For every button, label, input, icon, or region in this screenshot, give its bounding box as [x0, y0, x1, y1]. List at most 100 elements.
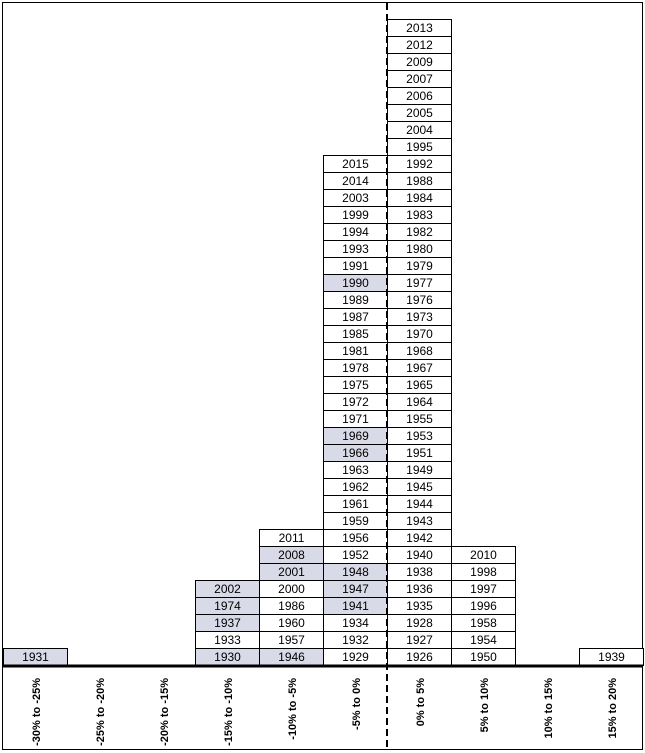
year-label: 1998: [470, 565, 497, 579]
year-label: 1955: [406, 412, 433, 426]
x-tick-label: -30% to -25%: [31, 678, 43, 746]
year-label: 1994: [342, 225, 369, 239]
year-label: 1974: [214, 599, 241, 613]
year-label: 2009: [406, 55, 433, 69]
year-label: 1943: [406, 514, 433, 528]
year-label: 1948: [342, 565, 369, 579]
year-label: 2001: [278, 565, 305, 579]
year-label: 2007: [406, 72, 433, 86]
year-label: 1966: [342, 446, 369, 460]
year-label: 2013: [406, 21, 433, 35]
year-label: 1932: [342, 633, 369, 647]
year-label: 1984: [406, 191, 433, 205]
year-label: 1989: [342, 293, 369, 307]
year-label: 1973: [406, 310, 433, 324]
year-label: 1999: [342, 208, 369, 222]
year-label: 1944: [406, 497, 433, 511]
year-label: 1940: [406, 548, 433, 562]
year-label: 2002: [214, 582, 241, 596]
year-label: 1964: [406, 395, 433, 409]
year-cell: [451, 546, 516, 564]
year-label: 1959: [342, 514, 369, 528]
year-label: 1983: [406, 208, 433, 222]
year-label: 1970: [406, 327, 433, 341]
year-label: 1988: [406, 174, 433, 188]
year-label: 2012: [406, 38, 433, 52]
x-tick-label: -20% to -15%: [159, 678, 171, 746]
year-label: 1930: [214, 650, 241, 664]
x-tick-label: -25% to -20%: [95, 678, 107, 746]
year-label: 1933: [214, 633, 241, 647]
year-label: 1992: [406, 157, 433, 171]
year-label: 2000: [278, 582, 305, 596]
year-label: 1947: [342, 582, 369, 596]
year-label: 1962: [342, 480, 369, 494]
year-label: 1977: [406, 276, 433, 290]
year-label: 1997: [470, 582, 497, 596]
year-label: 1941: [342, 599, 369, 613]
year-label: 1937: [214, 616, 241, 630]
x-tick-label: -15% to -10%: [223, 678, 235, 746]
year-label: 1996: [470, 599, 497, 613]
year-label: 1958: [470, 616, 497, 630]
year-label: 1954: [470, 633, 497, 647]
x-tick-labels: -30% to -25% -25% to -20% -20% to -15% -15%…: [31, 678, 619, 746]
year-label: 1975: [342, 378, 369, 392]
year-label: 2008: [278, 548, 305, 562]
year-label: 2011: [279, 531, 305, 545]
year-label: 1956: [342, 531, 369, 545]
year-label: 1987: [342, 310, 369, 324]
x-tick-label: 0% to 5%: [415, 678, 427, 727]
year-label: 1993: [342, 242, 369, 256]
year-label: 2014: [342, 174, 369, 188]
year-label: 2003: [342, 191, 369, 205]
year-label: 1929: [342, 650, 369, 664]
year-label: 1981: [342, 344, 369, 358]
year-label: 1965: [406, 378, 433, 392]
year-label: 1991: [342, 259, 369, 273]
year-label: 1939: [598, 650, 625, 664]
year-label: 1979: [406, 259, 433, 273]
year-label: 1926: [406, 650, 433, 664]
year-label: 1952: [342, 548, 369, 562]
year-label: 1938: [406, 565, 433, 579]
year-label: 1945: [406, 480, 433, 494]
x-tick-label: -10% to -5%: [287, 678, 299, 740]
year-label: 1985: [342, 327, 369, 341]
year-label: 1951: [406, 446, 433, 460]
year-label: 2005: [406, 106, 433, 120]
year-label: 1980: [406, 242, 433, 256]
year-label: 1967: [406, 361, 433, 375]
year-label: 1936: [406, 582, 433, 596]
year-label: 1982: [406, 225, 433, 239]
year-label: 2010: [470, 548, 497, 562]
year-label: 1972: [342, 395, 369, 409]
x-tick-label: 5% to 10%: [479, 678, 491, 733]
year-label: 2004: [406, 123, 433, 137]
year-label: 1931: [22, 650, 49, 664]
year-label: 1942: [406, 531, 433, 545]
x-tick-label: -5% to 0%: [351, 678, 363, 730]
year-label: 1946: [278, 650, 305, 664]
year-label: 1971: [342, 412, 369, 426]
year-label: 1963: [342, 463, 369, 477]
year-label: 1961: [342, 497, 369, 511]
year-label: 1934: [342, 616, 369, 630]
year-label: 2006: [406, 89, 433, 103]
year-label: 1995: [406, 140, 433, 154]
year-label: 1990: [342, 276, 369, 290]
year-label: 1957: [278, 633, 305, 647]
year-label: 1950: [470, 650, 497, 664]
year-label: 1949: [406, 463, 433, 477]
x-tick-label: 10% to 15%: [543, 678, 555, 739]
year-label: 1968: [406, 344, 433, 358]
year-label: 1978: [342, 361, 369, 375]
year-label: 1969: [342, 429, 369, 443]
year-label: 1976: [406, 293, 433, 307]
year-label: 1935: [406, 599, 433, 613]
year-label: 1927: [406, 633, 433, 647]
x-tick-label: 15% to 20%: [607, 678, 619, 739]
